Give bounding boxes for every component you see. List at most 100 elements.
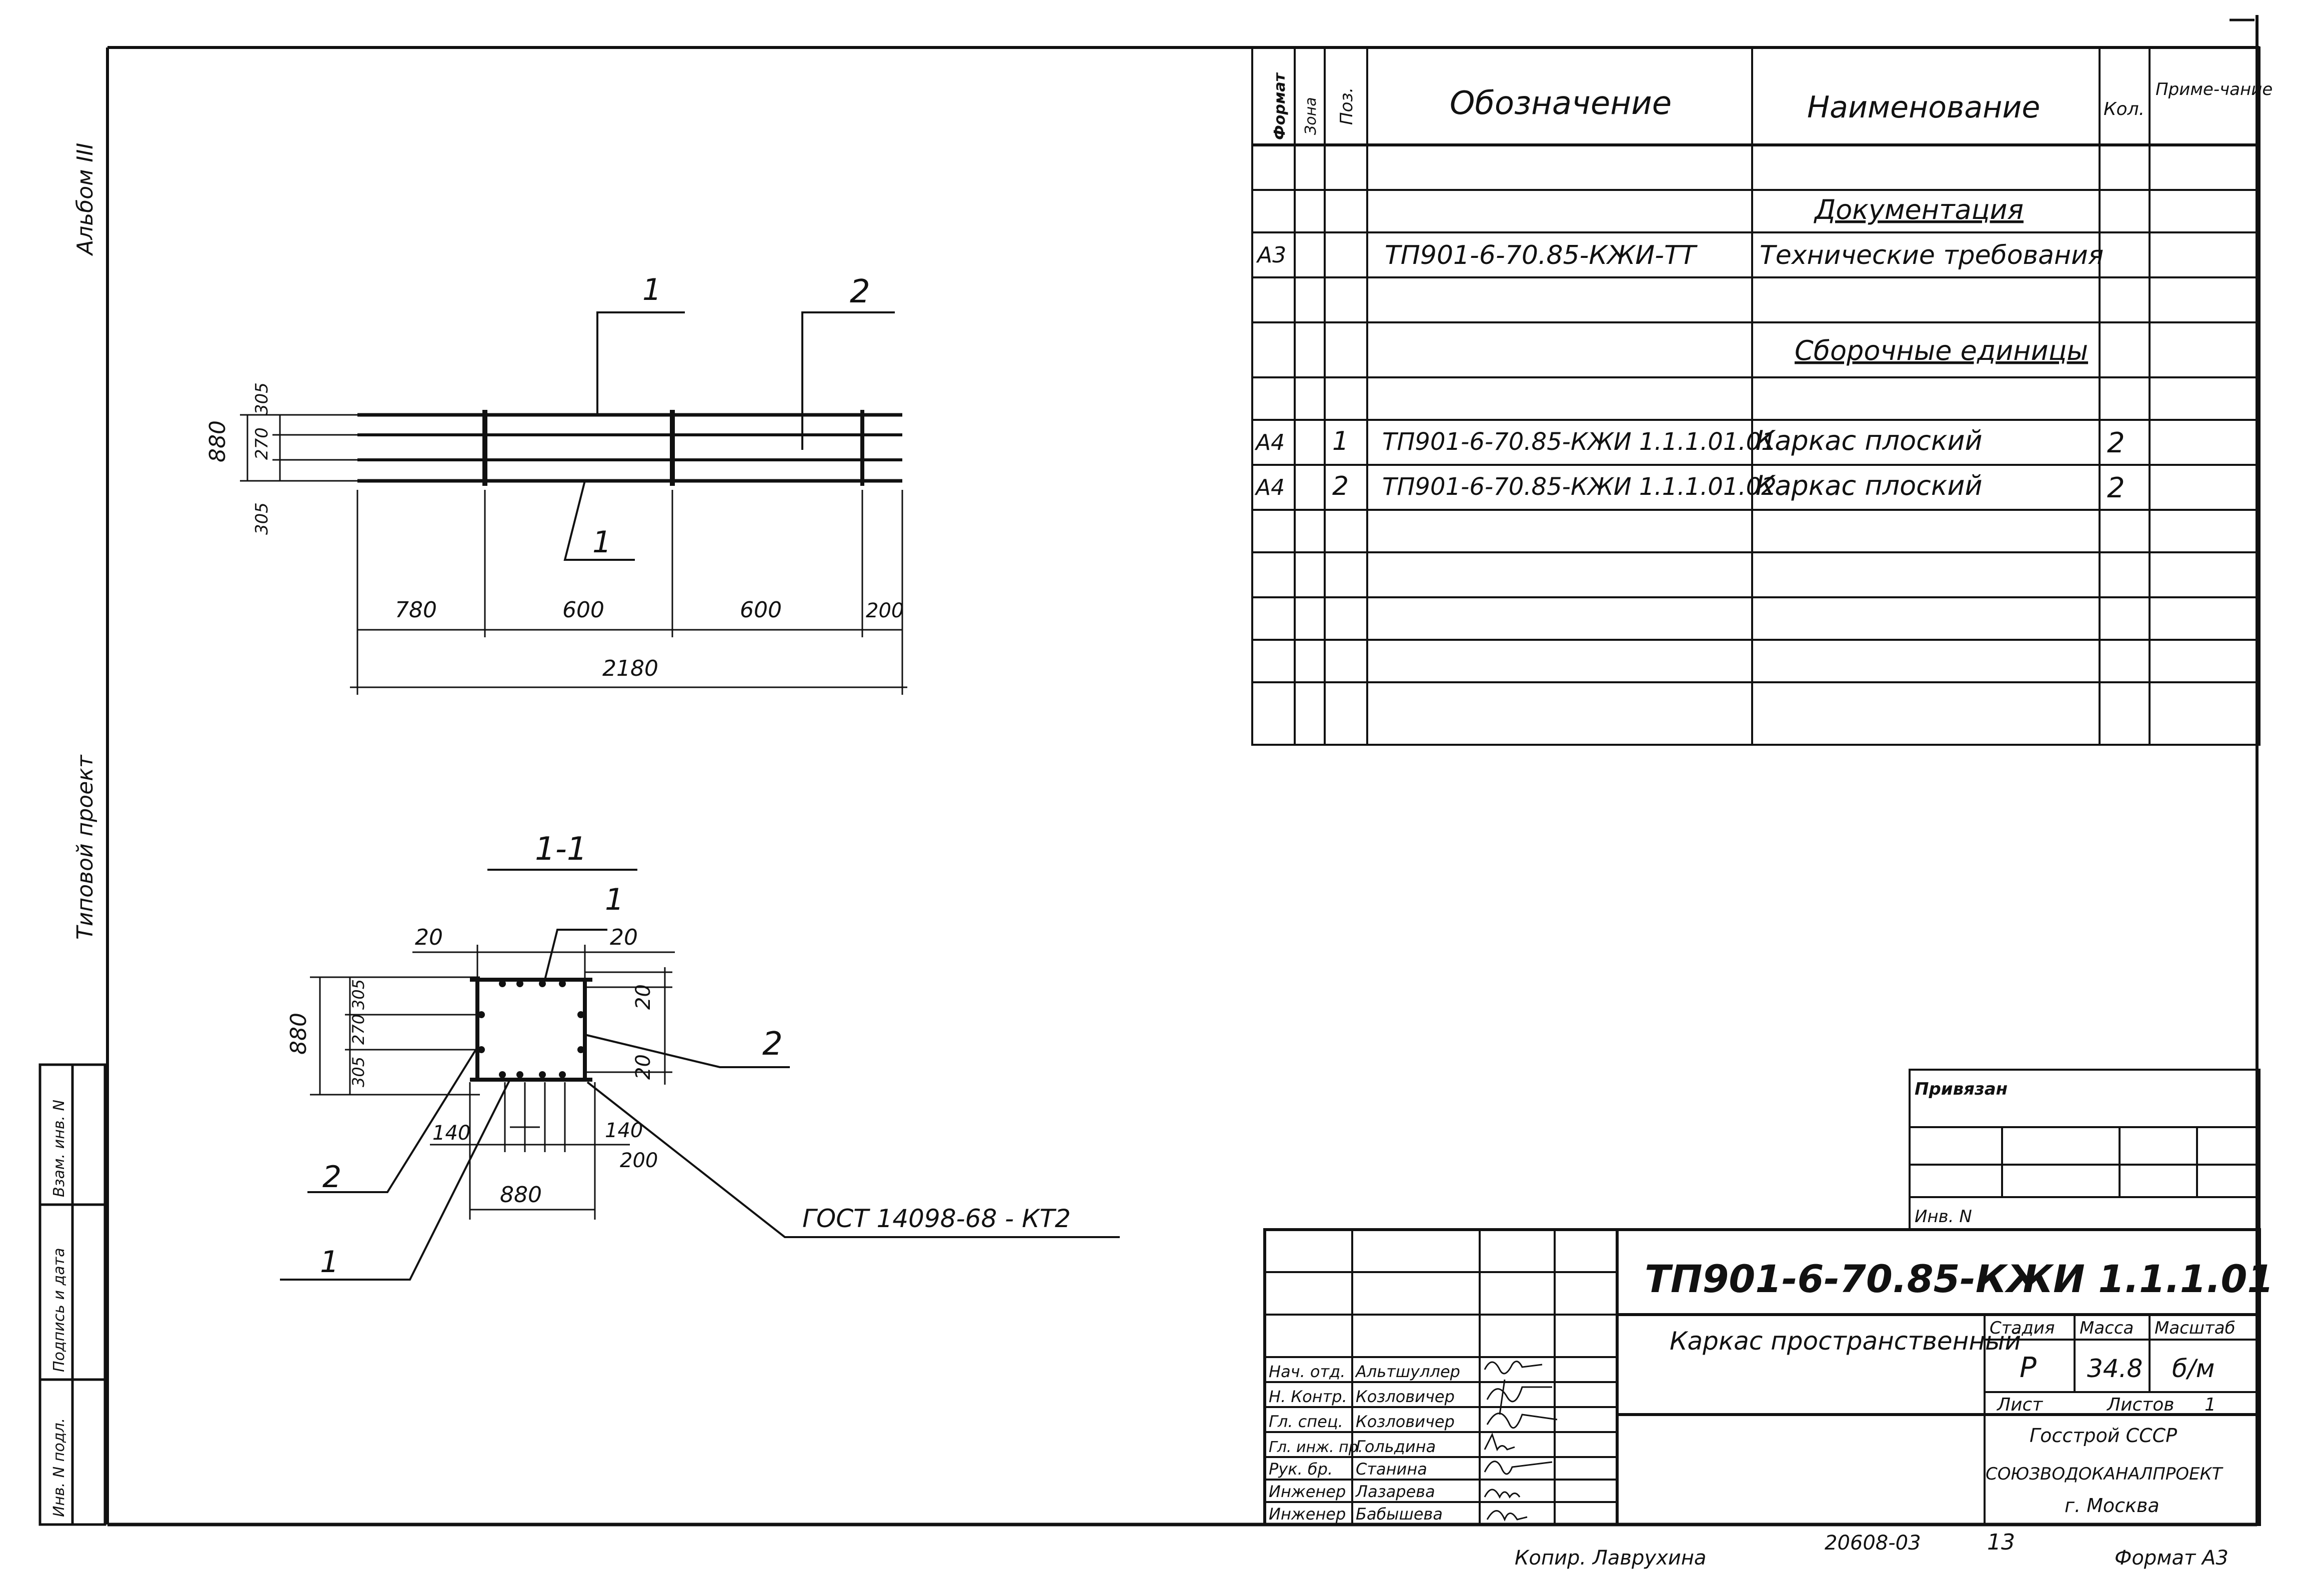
stamp-inv-podl: Инв. N подл.: [50, 1418, 68, 1517]
section-dim-305b: 305: [349, 1057, 368, 1087]
spec-doc-format: А3: [1256, 242, 1286, 268]
spec-header-note-text: Приме-чание: [2156, 79, 2273, 99]
staff-role-1: Н. Контр.: [1269, 1387, 1347, 1406]
spec-item2-designation: ТП901-6-70.85-КЖИ 1.1.1.01.02: [1382, 473, 1777, 501]
bound-label: Привязан: [1915, 1079, 2008, 1099]
plan-dim-880: 880: [205, 420, 230, 462]
spec-header-note: Приме-чание: [2156, 79, 2273, 99]
gost-reference: ГОСТ 14098-68 - КТ2: [802, 1204, 1071, 1233]
section-dim-140-right: 140: [605, 1119, 643, 1142]
spec-table: [1251, 46, 2261, 746]
plan-dim-600b: 600: [740, 597, 782, 623]
section-dim-305a: 305: [349, 979, 368, 1010]
section-dim-20-r2: 20: [632, 1054, 655, 1080]
staff-role-0: Нач. отд.: [1269, 1362, 1345, 1381]
staff-name-0: Альтшуллер: [1355, 1362, 1460, 1381]
staff-name-5: Лазарева: [1355, 1482, 1435, 1501]
section-dim-270: 270: [349, 1014, 368, 1045]
section-view: [280, 869, 1120, 1281]
section-callout-2-right: 2: [762, 1026, 783, 1063]
staff-name-3: Гольдина: [1356, 1437, 1436, 1456]
spec-header-pos: Поз.: [1337, 87, 1357, 125]
plan-view: [240, 311, 907, 695]
copied-by: Копир. Лаврухина: [1515, 1547, 1706, 1570]
archive-number: 20608-03: [1825, 1532, 1921, 1555]
spec-section-units: Сборочные единицы: [1795, 335, 2088, 366]
signature-3: [1484, 1433, 1515, 1452]
sheet-number: 13: [1987, 1530, 2015, 1555]
org-city: г. Москва: [2065, 1495, 2160, 1517]
sheets-label: Листов: [2106, 1395, 2174, 1415]
section-dim-200: 200: [620, 1149, 658, 1172]
spec-doc-designation: ТП901-6-70.85-КЖИ-ТТ: [1385, 240, 1698, 270]
spec-header-format: Формат: [1271, 72, 1289, 140]
spec-item2-name: Каркас плоский: [1756, 470, 1983, 501]
signature-4: [1484, 1461, 1553, 1475]
staff-name-6: Бабышева: [1356, 1505, 1443, 1524]
document-code: ТП901-6-70.85-КЖИ 1.1.1.01: [1645, 1257, 2274, 1301]
spec-header-zone: Зона: [1302, 97, 1320, 135]
staff-name-2: Козловичер: [1356, 1412, 1455, 1431]
signatures: [1484, 1361, 1558, 1522]
mass-value: 34.8: [2087, 1354, 2143, 1383]
section-dim-20-tr: 20: [610, 925, 638, 950]
left-stamp-strip: [38, 1063, 106, 1526]
plan-dim-200: 200: [866, 599, 904, 622]
org-soyuzvodokanalproekt: СОЮЗВОДОКАНАЛПРОЕКТ: [1986, 1464, 2224, 1484]
staff-role-6: Инженер: [1269, 1505, 1346, 1524]
item-name: Каркас пространственный: [1670, 1327, 2021, 1356]
section-dim-140-left: 140: [432, 1122, 470, 1145]
signature-6: [1486, 1510, 1528, 1522]
plan-callout-2: 2: [850, 273, 870, 310]
org-gosstroy: Госстрой СССР: [2030, 1425, 2177, 1447]
section-bar-dots: [478, 980, 584, 1078]
spec-item1-name: Каркас плоский: [1756, 425, 1983, 456]
stamp-signature-date: Подпись и дата: [50, 1248, 68, 1373]
plan-dim-780: 780: [395, 597, 437, 623]
item-name-text: Каркас пространственный: [1670, 1327, 2021, 1356]
signature-1: [1486, 1379, 1552, 1415]
plan-callout-1b: 1: [592, 525, 611, 560]
staff-role-4: Рук. бр.: [1269, 1460, 1333, 1479]
plan-dim-600a: 600: [562, 597, 604, 623]
section-title: 1-1: [535, 831, 587, 868]
signature-0: [1484, 1361, 1543, 1375]
title-block: [1263, 1228, 2261, 1526]
spec-item2-format: А4: [1254, 475, 1285, 500]
spec-header-designation: Обозначение: [1450, 85, 1672, 122]
section-dim-20-tl: 20: [415, 925, 443, 950]
spec-item1-format: А4: [1254, 430, 1285, 455]
section-callout-1-top: 1: [605, 882, 624, 917]
signature-5: [1484, 1489, 1521, 1499]
spec-header-qty: Кол.: [2104, 99, 2145, 119]
plan-callout-1: 1: [642, 272, 661, 307]
paper-format: Формат А3: [2115, 1547, 2229, 1570]
signature-2: [1486, 1413, 1558, 1429]
stamp-vzam-inv: Взам. инв. N: [50, 1100, 68, 1197]
scale-label: Масштаб: [2155, 1318, 2236, 1338]
project-type-label: Типовой проект: [72, 754, 98, 940]
spec-header-name: Наименование: [1807, 90, 2040, 125]
section-dim-880-horizontal: 880: [500, 1182, 542, 1208]
plan-dim-270: 270: [252, 427, 272, 460]
staff-role-3: Гл. инж. пр.: [1269, 1439, 1363, 1456]
stage-value: Р: [2020, 1352, 2037, 1384]
plan-dim-2180: 2180: [602, 656, 658, 681]
mass-label: Масса: [2080, 1318, 2134, 1338]
sheets-count: 1: [2205, 1395, 2216, 1415]
staff-role-5: Инженер: [1269, 1482, 1346, 1501]
section-dim-880-vertical: 880: [286, 1013, 311, 1055]
staff-name-4: Станина: [1356, 1460, 1427, 1479]
scale-value: б/м: [2172, 1354, 2215, 1383]
plan-dim-305-bottom: 305: [252, 502, 272, 535]
inv-label: Инв. N: [1915, 1207, 1972, 1227]
plan-dim-305-top: 305: [252, 382, 272, 415]
section-callout-1-left: 1: [320, 1245, 339, 1280]
spec-item2-qty: 2: [2107, 472, 2125, 504]
section-callout-2-left: 2: [322, 1160, 341, 1195]
spec-item1-qty: 2: [2107, 427, 2125, 459]
section-dim-20-r1: 20: [632, 984, 655, 1010]
stage-label: Стадия: [1990, 1318, 2055, 1338]
spec-doc-name: Технические требования: [1760, 240, 2104, 270]
